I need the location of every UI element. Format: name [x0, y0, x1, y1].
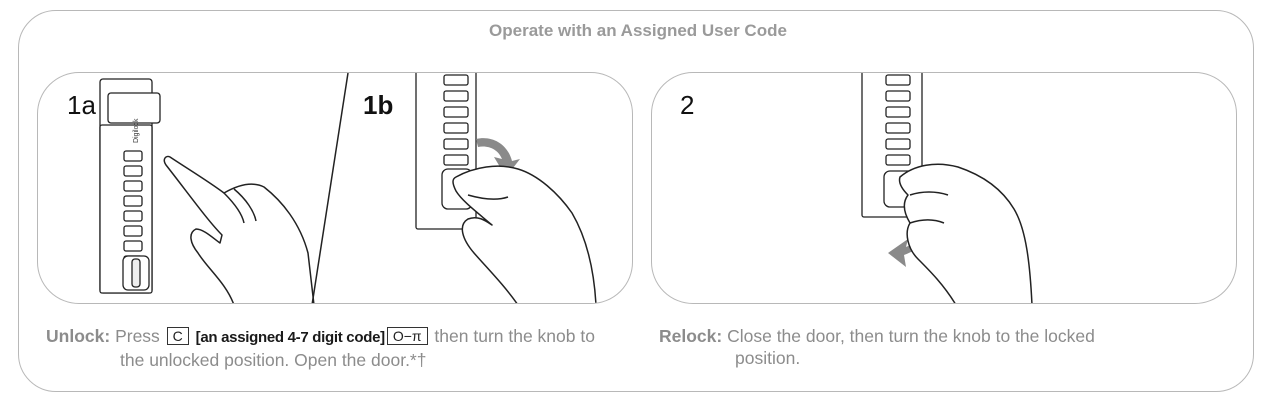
turning-hand-icon — [452, 165, 597, 303]
unlock-caption: Unlock: Press C [an assigned 4-7 digit c… — [46, 325, 636, 371]
relock-caption: Relock: Close the door, then turn the kn… — [659, 325, 1219, 369]
step-1b-label: 1b — [363, 90, 394, 120]
unlock-press-text: Press — [115, 326, 160, 346]
panel-unlock: Digilock 1a 1b — [37, 72, 633, 304]
unlock-line1-end: then turn the knob to — [434, 326, 595, 346]
unlock-line2: the unlocked position. Open the door.*† — [120, 350, 427, 370]
instruction-card — [18, 10, 1254, 392]
assigned-code-text: [an assigned 4-7 digit code] — [195, 329, 385, 346]
pointing-hand-icon — [163, 155, 315, 303]
turning-hand-icon — [898, 163, 1033, 303]
unlock-illustration: Digilock — [99, 73, 597, 303]
lock-keypad-icon — [415, 73, 477, 230]
relock-illustration — [861, 73, 1033, 303]
clear-key-icon: C — [166, 327, 189, 345]
lock-key-icon: O−π — [386, 327, 428, 345]
relock-label: Relock: — [659, 326, 723, 346]
step-1a-label: 1a — [67, 90, 96, 120]
unlock-label: Unlock: — [46, 326, 111, 346]
step-2-label: 2 — [680, 90, 695, 120]
card-title: Operate with an Assigned User Code — [489, 21, 787, 40]
panel-relock: 2 — [651, 72, 1237, 304]
relock-line1: Close the door, then turn the knob to th… — [727, 326, 1095, 346]
brand-label: Digilock — [133, 118, 140, 143]
panel-divider — [311, 73, 349, 303]
relock-line2: position. — [735, 348, 801, 368]
lock-keypad-icon — [99, 78, 161, 294]
